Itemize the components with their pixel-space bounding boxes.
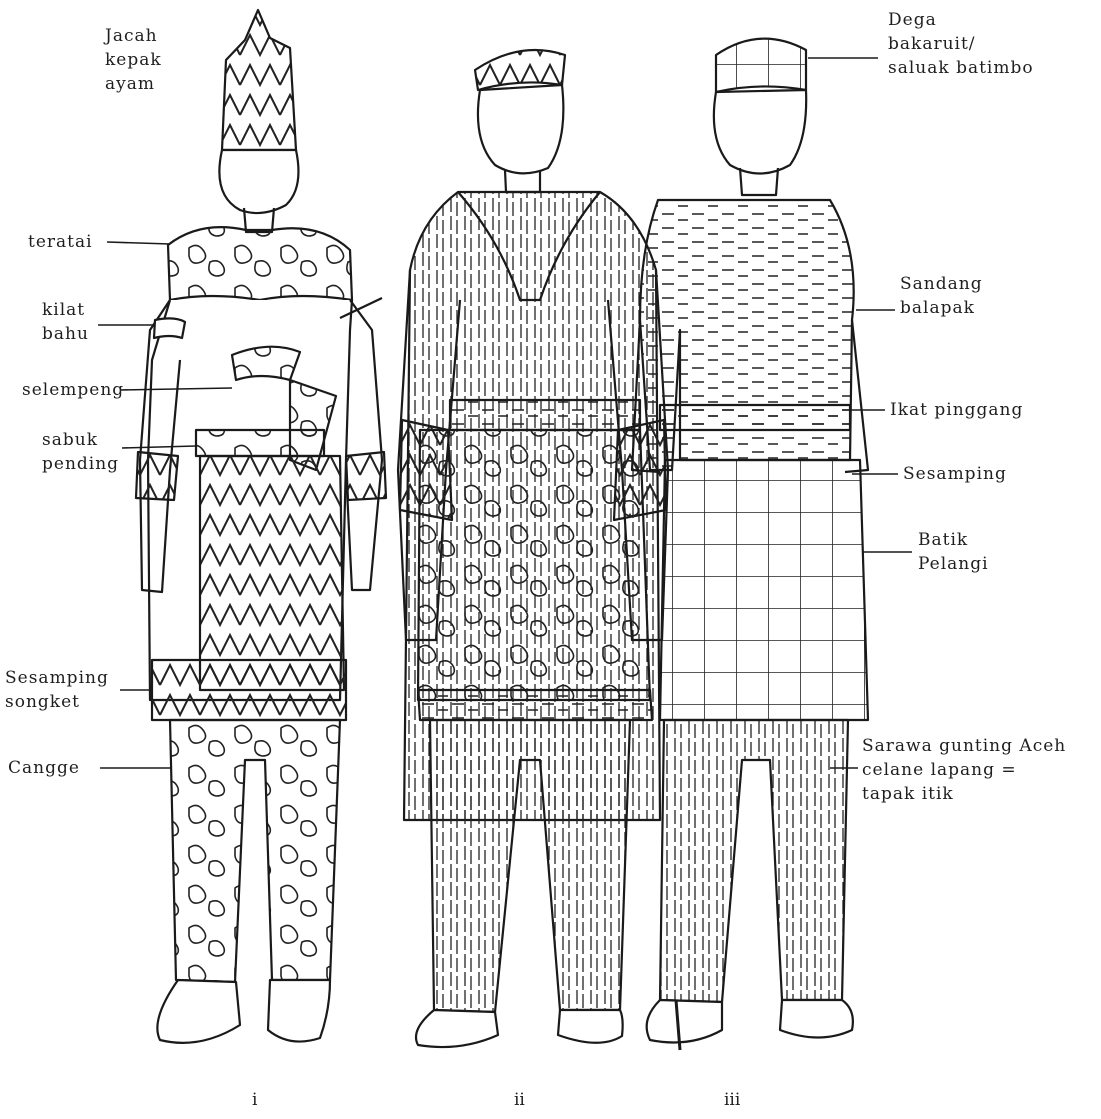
- label-sesamping-songket: Sesamping songket: [5, 666, 109, 714]
- label-cangge: Cangge: [8, 756, 80, 780]
- label-teratai: teratai: [28, 230, 93, 254]
- label-jacah-kepak-ayam: Jacah kepak ayam: [105, 24, 162, 96]
- figure-number-iii: iii: [724, 1090, 740, 1110]
- figure-number-i: i: [252, 1090, 257, 1110]
- label-sandang-balapak: Sandang balapak: [900, 272, 983, 320]
- label-kilat-bahu: kilat bahu: [42, 298, 89, 346]
- label-sabuk-pending: sabuk pending: [42, 428, 119, 476]
- label-selempeng: selempeng: [22, 378, 124, 402]
- figure-i: [136, 10, 386, 1043]
- label-dega-bakaruit: Dega bakaruit/ saluak batimbo: [888, 8, 1034, 80]
- figure-iii: [632, 39, 868, 1050]
- label-sesamping: Sesamping: [903, 462, 1007, 486]
- label-batik-pelangi: Batik Pelangi: [918, 528, 989, 576]
- label-ikat-pinggang: Ikat pinggang: [890, 398, 1023, 422]
- figure-ii: [398, 50, 668, 1047]
- figure-number-ii: ii: [514, 1090, 525, 1110]
- label-sarawa-gunting-aceh: Sarawa gunting Aceh celane lapang = tapa…: [862, 734, 1066, 806]
